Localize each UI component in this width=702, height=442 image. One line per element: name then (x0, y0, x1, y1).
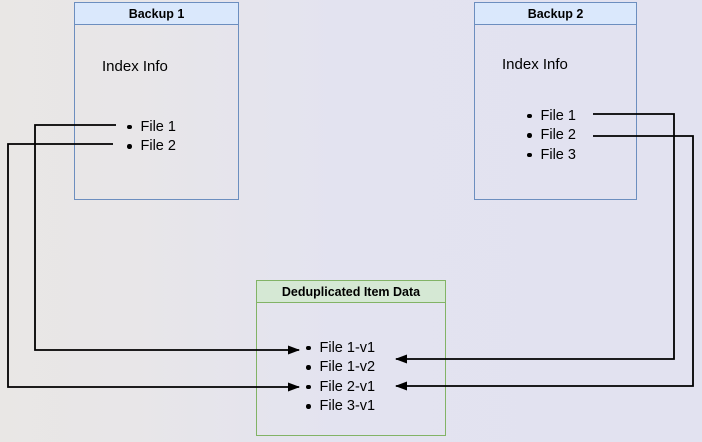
bullet-icon (527, 113, 532, 118)
bullet-icon (127, 124, 132, 129)
bullet-icon (306, 345, 311, 350)
dedup-header: Deduplicated Item Data (257, 281, 445, 303)
bullet-icon (306, 404, 311, 409)
backup1-file-2-label: File 2 (140, 138, 176, 155)
backup2-index-info-label: Index Info (502, 56, 568, 73)
dedup-box: Deduplicated Item Data File 1-v1 File 1-… (256, 280, 446, 436)
backup1-file-1-label: File 1 (140, 118, 176, 135)
backup2-file-1-label: File 1 (540, 107, 576, 124)
dedup-file-1-v1-label: File 1-v1 (319, 339, 376, 356)
backup1-header: Backup 1 (75, 3, 238, 25)
bullet-icon (306, 384, 311, 389)
list-item: File 1-v1 (306, 338, 375, 358)
list-item: File 2 (527, 126, 576, 146)
dedup-file-1-v2-label: File 1-v2 (319, 359, 376, 376)
backup2-file-list: File 1 File 2 File 3 (527, 106, 576, 165)
backup2-box: Backup 2 Index Info File 1 File 2 File 3 (474, 2, 637, 200)
backup2-header: Backup 2 (475, 3, 636, 25)
bullet-icon (527, 133, 532, 138)
list-item: File 1 (127, 117, 176, 137)
list-item: File 1 (527, 106, 576, 126)
list-item: File 3 (527, 145, 576, 165)
backup1-box: Backup 1 Index Info File 1 File 2 (74, 2, 239, 200)
dedup-file-2-v1-label: File 2-v1 (319, 378, 376, 395)
backup1-index-info-label: Index Info (102, 58, 168, 75)
backup1-title: Backup 1 (128, 6, 185, 21)
bullet-icon (306, 365, 311, 370)
backup1-file-list: File 1 File 2 (127, 117, 176, 156)
list-item: File 2 (127, 137, 176, 157)
dedup-item-list: File 1-v1 File 1-v2 File 2-v1 File 3-v1 (306, 338, 375, 416)
backup2-file-2-label: File 2 (540, 127, 576, 144)
list-item: File 2-v1 (306, 377, 375, 397)
bullet-icon (127, 144, 132, 149)
list-item: File 1-v2 (306, 358, 375, 378)
backup2-file-3-label: File 3 (540, 146, 576, 163)
backup2-title: Backup 2 (527, 6, 584, 21)
dedup-file-3-v1-label: File 3-v1 (319, 398, 376, 415)
list-item: File 3-v1 (306, 397, 375, 417)
bullet-icon (527, 152, 532, 157)
dedup-title: Deduplicated Item Data (281, 284, 421, 299)
